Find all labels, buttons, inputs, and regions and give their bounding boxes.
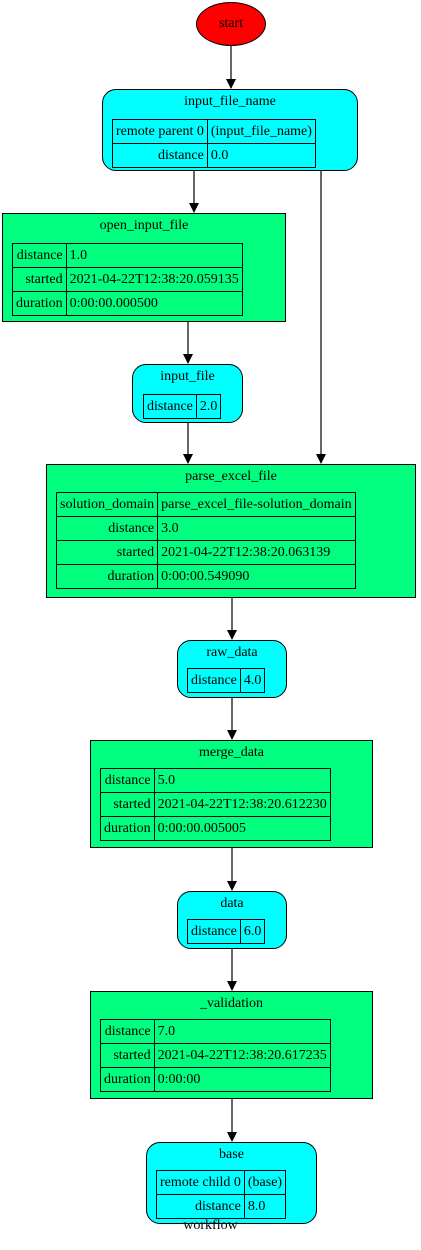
- node-title: raw_data: [206, 645, 258, 660]
- field-value: 5.0: [153, 768, 331, 793]
- field-value: 0.0: [206, 143, 316, 168]
- field-key: distance: [112, 143, 208, 168]
- field-value: 3.0: [157, 516, 356, 541]
- field-key: duration: [55, 564, 159, 589]
- field-row: started 2021-04-22T12:38:20.612230: [100, 792, 331, 817]
- field-value: 2.0: [195, 394, 222, 419]
- field-key: remote parent 0: [112, 119, 208, 144]
- field-row: distance 7.0: [100, 1019, 331, 1044]
- field-key: distance: [12, 243, 67, 268]
- node-fields: distance 1.0 started 2021-04-22T12:38:20…: [12, 243, 243, 316]
- node-title: base: [219, 1147, 244, 1162]
- field-row: distance 6.0: [187, 919, 266, 944]
- node-open-input-file: open_input_file distance 1.0 started 202…: [2, 213, 286, 322]
- node-title: parse_excel_file: [185, 469, 277, 484]
- node-parse-excel-file: parse_excel_file solution_domain parse_e…: [46, 464, 416, 598]
- field-value: parse_excel_file-solution_domain: [157, 492, 356, 517]
- node-input-file-name: input_file_name remote parent 0 (input_f…: [102, 89, 358, 171]
- node-data: data distance 6.0: [177, 891, 287, 949]
- field-value: 2021-04-22T12:38:20.612230: [153, 792, 331, 817]
- field-value: 1.0: [65, 243, 243, 268]
- field-row: started 2021-04-22T12:38:20.617235: [100, 1043, 331, 1068]
- field-value: (input_file_name): [206, 119, 316, 144]
- field-row: started 2021-04-22T12:38:20.059135: [12, 267, 243, 292]
- field-key: distance: [55, 516, 159, 541]
- field-row: distance 4.0: [187, 668, 266, 693]
- node-fields: remote parent 0 (input_file_name) distan…: [112, 119, 316, 168]
- field-row: duration 0:00:00.549090: [55, 564, 356, 589]
- field-value: 2021-04-22T12:38:20.617235: [153, 1043, 331, 1068]
- field-row: distance 5.0: [100, 768, 331, 793]
- node-input-file: input_file distance 2.0: [132, 364, 243, 423]
- field-row: remote parent 0 (input_file_name): [112, 119, 316, 144]
- field-key: distance: [100, 768, 155, 793]
- node-title: _validation: [200, 996, 263, 1011]
- node-raw-data: raw_data distance 4.0: [177, 640, 287, 698]
- node-title: input_file_name: [184, 94, 276, 109]
- node-title: open_input_file: [99, 218, 189, 233]
- field-row: solution_domain parse_excel_file-solutio…: [55, 492, 356, 517]
- field-value: (base): [243, 1170, 287, 1195]
- field-key: started: [100, 1043, 155, 1068]
- field-value: 2021-04-22T12:38:20.063139: [157, 540, 356, 565]
- node-fields: solution_domain parse_excel_file-solutio…: [55, 492, 356, 589]
- node-title: input_file: [160, 369, 215, 384]
- field-key: remote child 0: [156, 1170, 245, 1195]
- field-key: solution_domain: [55, 492, 159, 517]
- node-merge-data: merge_data distance 5.0 started 2021-04-…: [90, 740, 373, 848]
- field-value: 0:00:00.005005: [153, 816, 331, 841]
- field-value: 6.0: [239, 919, 266, 944]
- node-fields: distance 2.0: [143, 394, 222, 419]
- field-row: distance 3.0: [55, 516, 356, 541]
- field-value: 2021-04-22T12:38:20.059135: [65, 267, 243, 292]
- node-base: base remote child 0 (base) distance 8.0: [146, 1142, 317, 1224]
- graph-caption: workflow: [183, 1218, 238, 1233]
- field-row: started 2021-04-22T12:38:20.063139: [55, 540, 356, 565]
- field-row: duration 0:00:00.000500: [12, 291, 243, 316]
- field-key: distance: [187, 919, 241, 944]
- field-row: distance 0.0: [112, 143, 316, 168]
- field-row: remote child 0 (base): [156, 1170, 287, 1195]
- node-fields: distance 6.0: [187, 919, 266, 944]
- field-key: started: [55, 540, 159, 565]
- field-row: distance 1.0: [12, 243, 243, 268]
- node-validation: _validation distance 7.0 started 2021-04…: [90, 991, 373, 1099]
- node-title: data: [220, 896, 244, 911]
- field-key: duration: [12, 291, 67, 316]
- field-key: distance: [156, 1194, 245, 1219]
- field-row: duration 0:00:00.005005: [100, 816, 331, 841]
- field-value: 0:00:00.000500: [65, 291, 243, 316]
- field-value: 0:00:00: [153, 1067, 331, 1092]
- field-key: distance: [143, 394, 197, 419]
- field-row: distance 8.0: [156, 1194, 287, 1219]
- node-fields: distance 4.0: [187, 668, 266, 693]
- field-key: started: [12, 267, 67, 292]
- field-value: 8.0: [243, 1194, 287, 1219]
- field-value: 7.0: [153, 1019, 331, 1044]
- field-value: 4.0: [239, 668, 266, 693]
- field-row: duration 0:00:00: [100, 1067, 331, 1092]
- field-value: 0:00:00.549090: [157, 564, 356, 589]
- start-node: start: [196, 2, 266, 46]
- field-key: distance: [187, 668, 241, 693]
- node-fields: distance 5.0 started 2021-04-22T12:38:20…: [100, 768, 331, 841]
- field-key: distance: [100, 1019, 155, 1044]
- field-key: duration: [100, 1067, 155, 1092]
- field-key: duration: [100, 816, 155, 841]
- node-title: merge_data: [198, 745, 265, 760]
- node-fields: distance 7.0 started 2021-04-22T12:38:20…: [100, 1019, 331, 1092]
- field-key: started: [100, 792, 155, 817]
- field-row: distance 2.0: [143, 394, 222, 419]
- node-fields: remote child 0 (base) distance 8.0: [156, 1170, 287, 1219]
